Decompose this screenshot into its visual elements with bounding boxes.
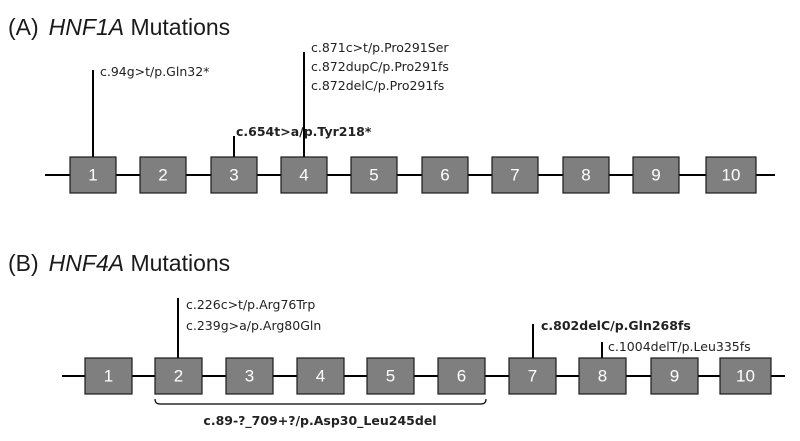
panel-a-exon: 6	[421, 156, 469, 194]
panel-a-gene: HNF1A	[49, 14, 124, 40]
panel-b-suffix: Mutations	[124, 250, 230, 276]
panel-a-suffix: Mutations	[124, 14, 230, 40]
panel-b-letter: (B)	[8, 250, 39, 276]
panel-a-exon-number: 4	[299, 166, 308, 185]
panel-a-exon: 10	[705, 156, 757, 194]
panel-a-exon-number: 7	[510, 166, 519, 185]
panel-a-mutation-label: c.94g>t/p.Gln32*	[100, 64, 209, 79]
panel-b-mutation-label: c.226c>t/p.Arg76Trp	[186, 297, 315, 312]
panel-b: (B) HNF4A Mutations c.226c>t/p.Arg76Trp c…	[8, 250, 785, 429]
panel-a-exon-number: 10	[722, 166, 741, 185]
panel-a-exon: 4	[280, 156, 328, 194]
panel-a-exon: 8	[562, 156, 610, 194]
panel-a-exon-number: 3	[229, 166, 238, 185]
panel-b-exon-number: 2	[174, 367, 183, 386]
panel-b-exon-number: 1	[104, 367, 113, 386]
panel-a-exon: 3	[210, 156, 258, 194]
panel-b-exon-number: 6	[457, 367, 466, 386]
panel-a-mutation-label: c.872delC/p.Pro291fs	[311, 78, 444, 93]
panel-a-exon: 7	[491, 156, 539, 194]
panel-b-exon: 8	[578, 357, 627, 395]
panel-b-exon-number: 9	[670, 367, 679, 386]
panel-b-title: (B) HNF4A Mutations	[8, 250, 230, 276]
panel-a-exon: 2	[139, 156, 187, 194]
panel-a-title: (A) HNF1A Mutations	[8, 14, 230, 40]
panel-b-exon: 4	[296, 357, 345, 395]
panel-b-exon: 1	[84, 357, 133, 395]
panel-b-exon-number: 7	[528, 367, 537, 386]
panel-a-exon-number: 6	[440, 166, 449, 185]
panel-a-exon-number: 5	[369, 166, 378, 185]
panel-a-letter: (A)	[8, 14, 39, 40]
panel-b-exon: 10	[719, 357, 772, 395]
panel-b-mutation-label: c.239g>a/p.Arg80Gln	[186, 318, 321, 333]
panel-b-exon-number: 5	[386, 367, 395, 386]
panel-b-exon: 2	[154, 357, 203, 395]
panel-a-mutation-label: c.654t>a/p.Tyr218*	[236, 124, 372, 139]
panel-b-mutation-label: c.802delC/p.Gln268fs	[541, 318, 691, 333]
panel-b-exon-number: 8	[598, 367, 607, 386]
panel-a-exon-number: 1	[88, 166, 97, 185]
panel-b-exon: 6	[437, 357, 486, 395]
panel-b-exon: 7	[508, 357, 557, 395]
panel-b-mutation-label: c.1004delT/p.Leu335fs	[608, 339, 751, 354]
panel-a-mutation-label: c.871c>t/p.Pro291Ser	[311, 40, 449, 55]
panel-b-gene: HNF4A	[49, 250, 124, 276]
panel-a-exon-number: 8	[581, 166, 590, 185]
panel-b-exon-number: 4	[316, 367, 325, 386]
panel-b-exon: 9	[650, 357, 699, 395]
panel-b-exon-number: 10	[736, 367, 755, 386]
panel-b-exon: 5	[366, 357, 415, 395]
panel-a: (A) HNF1A Mutations c.94g>t/p.Gln32* c.65…	[8, 14, 775, 194]
panel-b-exon-number: 3	[245, 367, 254, 386]
panel-a-mutation-label: c.872dupC/p.Pro291fs	[311, 59, 449, 74]
panel-a-exon: 5	[350, 156, 398, 194]
panel-b-exon: 3	[225, 357, 274, 395]
panel-a-exon: 1	[69, 156, 117, 194]
panel-a-exon: 9	[632, 156, 680, 194]
panel-a-exon-number: 9	[651, 166, 660, 185]
panel-a-exon-number: 2	[158, 166, 167, 185]
panel-b-deletion-label: c.89-?_709+?/p.Asp30_Leu245del	[203, 413, 436, 429]
panel-b-deletion-bracket	[154, 398, 487, 405]
